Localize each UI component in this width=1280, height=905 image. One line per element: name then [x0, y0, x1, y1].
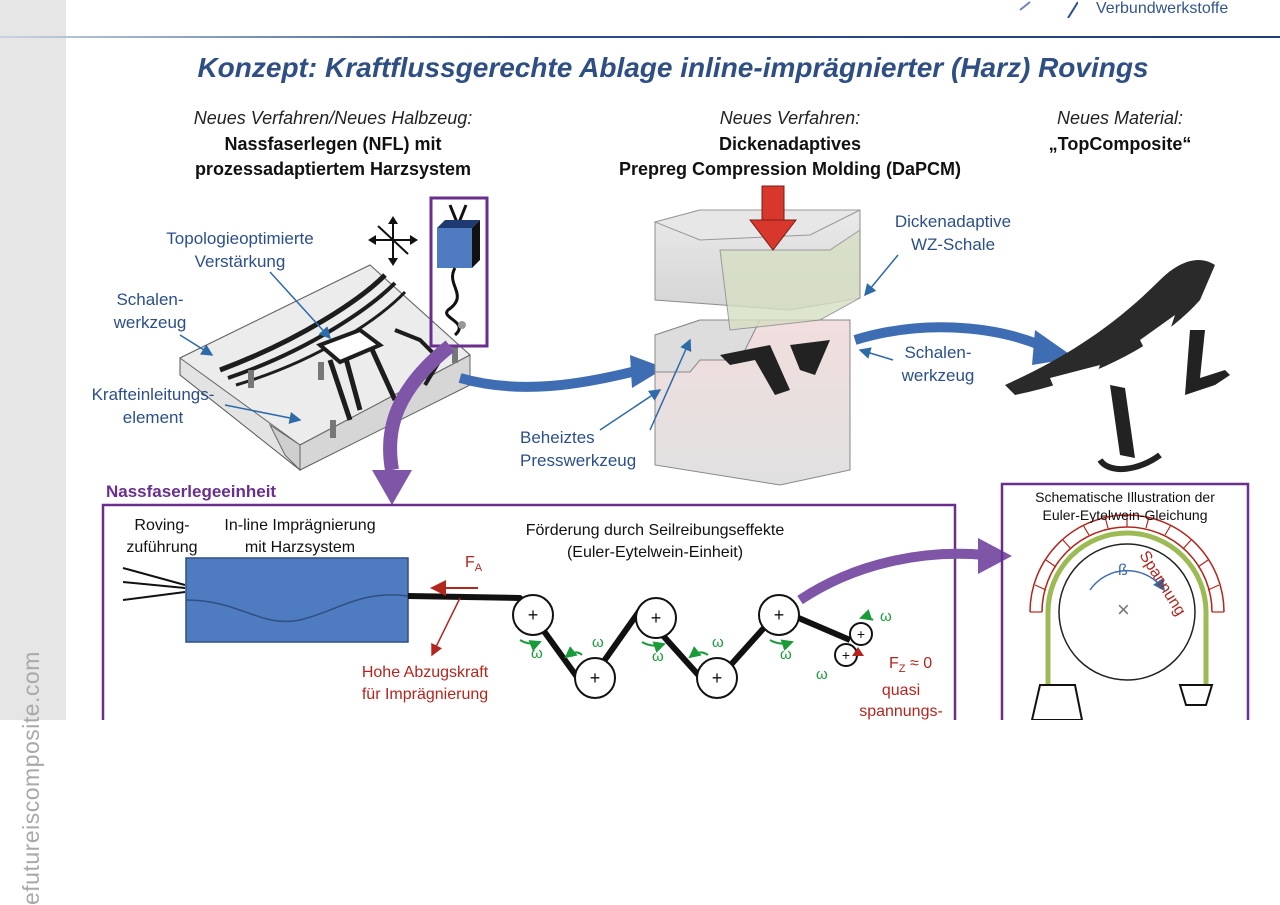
omega-3: ω: [652, 648, 664, 665]
label-schalen2-line1: Schalen-: [904, 343, 972, 362]
omega-7: ω: [816, 666, 828, 683]
impraeg-line2: mit Harzsystem: [244, 539, 356, 556]
sidebar: [0, 0, 66, 720]
topcomposite-part: [1005, 260, 1230, 473]
label-beheiztes-line2: Presswerkzeug: [520, 451, 637, 470]
foerderung-line1: Förderung durch Seilreibungseffekte: [525, 522, 785, 539]
omega-6: ω: [880, 608, 892, 625]
svg-text:+: +: [712, 668, 723, 688]
euler-illustration: [1029, 514, 1225, 720]
quasi-line1: quasi: [881, 682, 921, 699]
label-beheiztes-line1: Beheiztes: [520, 428, 595, 447]
slide-title: Konzept: Kraftflussgerechte Ablage inlin…: [197, 52, 1149, 83]
label-dickenadaptive-line1: Dickenadaptive: [894, 212, 1012, 231]
svg-text:+: +: [842, 647, 850, 663]
roving-line1: Roving-: [134, 517, 190, 534]
roving-line2: zuführung: [126, 539, 198, 556]
header-divider: [0, 36, 1280, 38]
center-mark: ×: [1117, 597, 1130, 622]
label-schalen-line1: Schalen-: [116, 290, 184, 309]
label-dickenadaptive-line2: WZ-Schale: [910, 235, 996, 254]
abzug-line2: für Imprägnierung: [361, 686, 489, 703]
svg-text:+: +: [651, 608, 662, 628]
move-arrows-icon: [368, 216, 418, 266]
abzug-line1: Hohe Abzugskraft: [361, 664, 489, 681]
laying-head-box: [429, 196, 489, 348]
brand-name: Verbundwerkstoffe: [1096, 0, 1229, 17]
label-topologie-line1: Topologieoptimierte: [166, 229, 314, 248]
svg-text:+: +: [857, 626, 865, 642]
svg-text:+: +: [590, 668, 601, 688]
nfl-section-box: [101, 503, 957, 720]
roller-row: + + + + + + +: [512, 594, 873, 699]
label-kraft-line1: Krafteinleitungs-: [91, 385, 215, 404]
label-topologie-line2: Verstärkung: [194, 252, 286, 271]
label-kraft-line2: element: [122, 408, 184, 427]
omega-5: ω: [780, 646, 792, 663]
col2-line2: Prepreg Compression Molding (DaPCM): [618, 159, 962, 179]
omega-2: ω: [592, 634, 604, 651]
quasi-line2: spannungs-: [859, 703, 943, 720]
col2-line1: Dickenadaptives: [718, 134, 862, 154]
press-illustration: [653, 185, 861, 486]
omega-1: ω: [531, 645, 543, 662]
fa-label: FA: [465, 554, 483, 575]
col1-line2: prozessadaptiertem Harzsystem: [194, 159, 472, 179]
impraeg-line1: In-line Imprägnierung: [224, 517, 376, 534]
diagram-canvas: + + + + + + +: [101, 185, 1250, 720]
col1-subtitle: Neues Verfahren/Neues Halbzeug:: [193, 108, 473, 128]
fz-label: FZ ≈ 0: [889, 655, 933, 676]
label-schalen2-line2: werkzeug: [901, 366, 975, 385]
col3-line1: „TopComposite“: [1048, 134, 1192, 154]
label-schalen-line2: werkzeug: [113, 313, 187, 332]
svg-text:+: +: [528, 605, 539, 625]
col3-subtitle: Neues Material:: [1056, 108, 1184, 128]
logo-swoosh-icon: [1019, 1, 1078, 18]
col2-subtitle: Neues Verfahren:: [719, 108, 861, 128]
euler-title-line2: Euler-Eytelwein-Gleichung: [1042, 507, 1208, 523]
impregnation-box: [185, 557, 409, 643]
foerderung-line2: (Euler-Eytelwein-Einheit): [566, 544, 744, 561]
euler-section-box: [1000, 482, 1250, 720]
down-arrow-icon: [372, 470, 412, 505]
beta-label: ß: [1118, 562, 1128, 579]
svg-text:+: +: [774, 605, 785, 625]
col1-line1: Nassfaserlegen (NFL) mit: [224, 134, 442, 154]
nfl-section-title: Nassfaserlegeeinheit: [106, 482, 277, 501]
euler-title-line1: Schematische Illustration der: [1035, 489, 1215, 505]
omega-4: ω: [712, 634, 724, 651]
